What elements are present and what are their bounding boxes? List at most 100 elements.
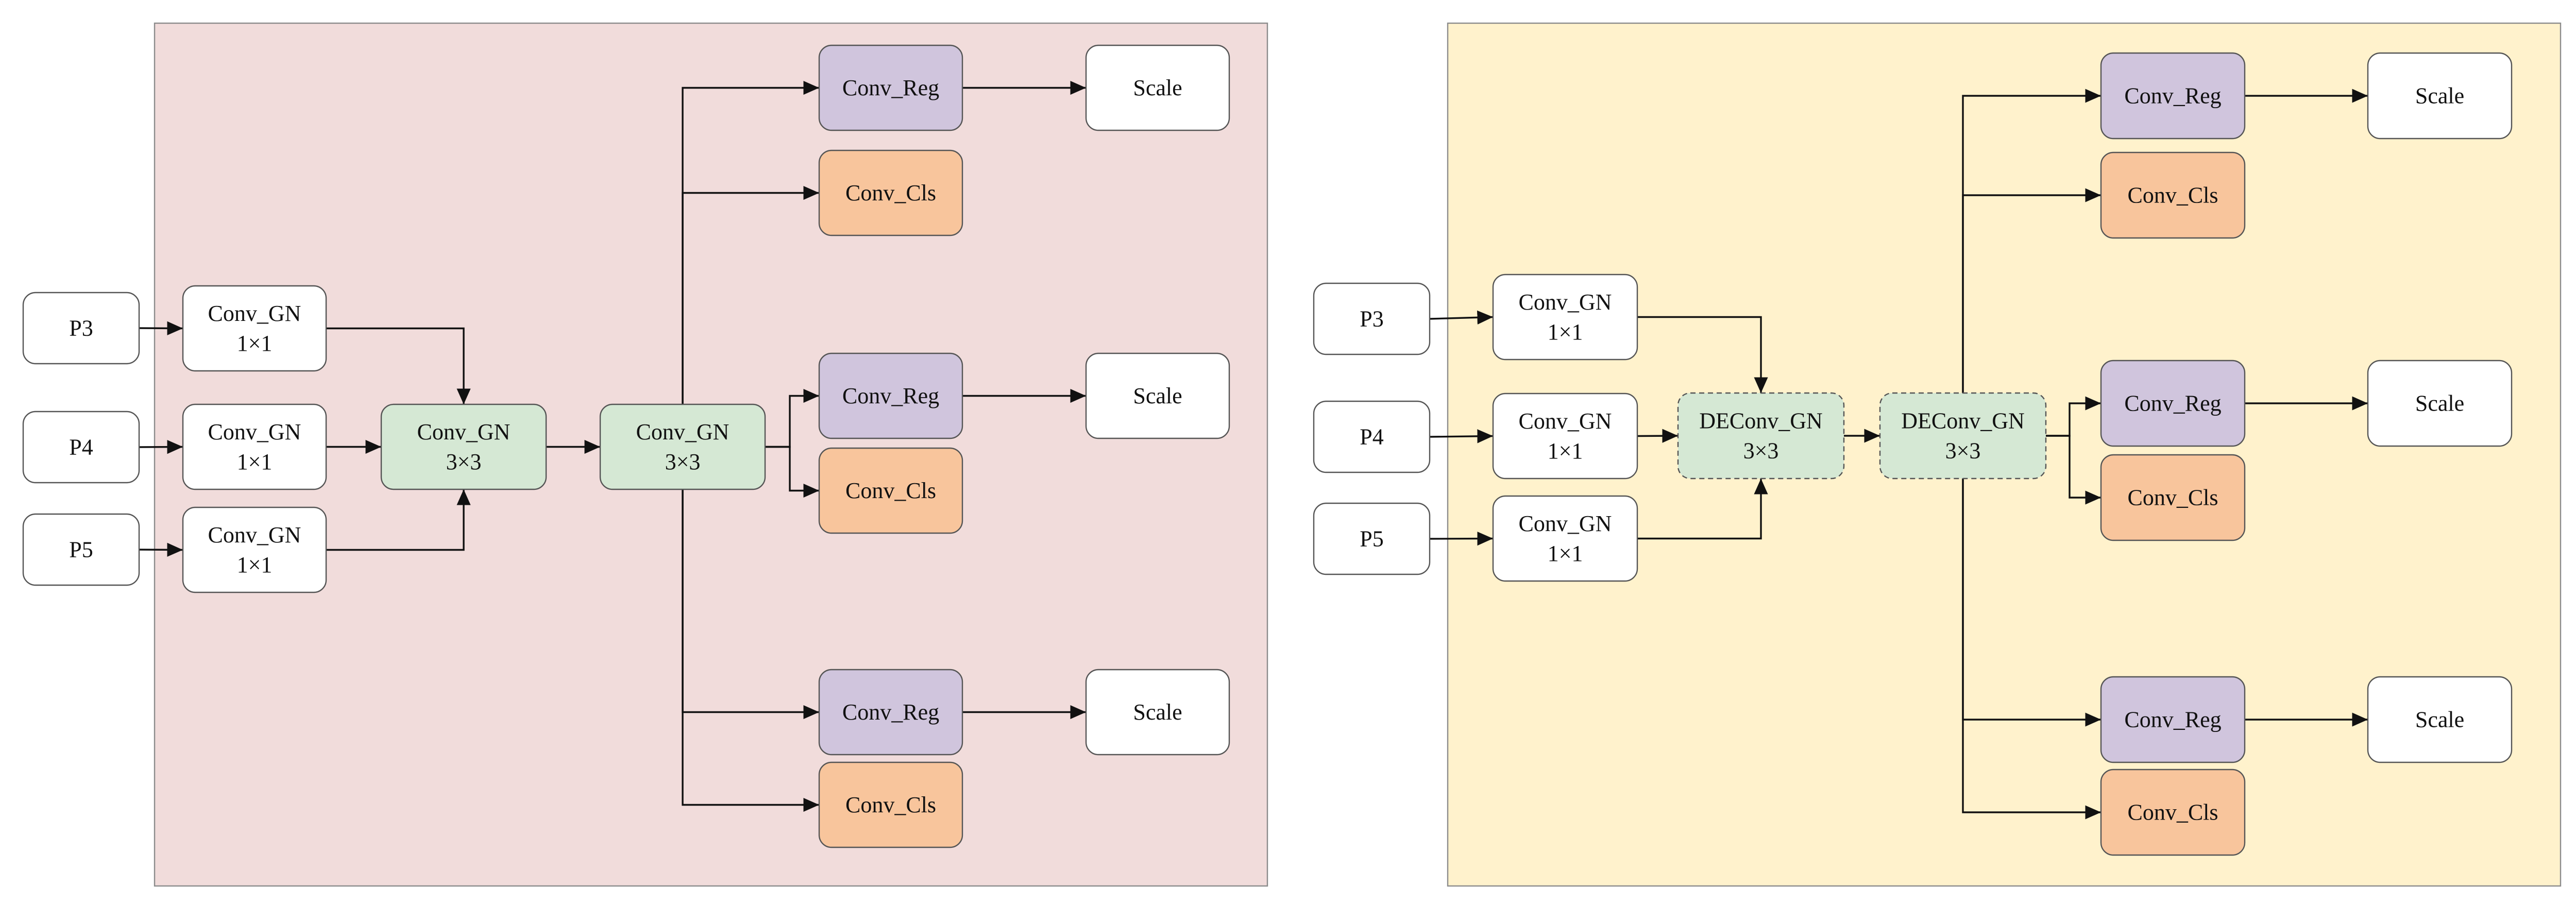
node-deconv-gn-3x3-second-label-1: DEConv_GN xyxy=(1901,408,2025,434)
node-conv-cls-top-label-1: Conv_Cls xyxy=(845,180,936,206)
edge-g2-to-k1 xyxy=(682,185,819,404)
node-conv-gn-1x1-p4: Conv_GN1×1 xyxy=(182,403,327,490)
node-conv-gn-1x1-p3-box xyxy=(182,285,327,372)
left-panel: P3P4P5Conv_GN1×1Conv_GN1×1Conv_GN1×1Conv… xyxy=(22,22,1268,887)
node-conv-cls-bottom-label-1: Conv_Cls xyxy=(845,792,936,817)
edge-c5-to-d1 xyxy=(1637,479,1768,540)
node-scale-top: Scale xyxy=(1085,44,1230,131)
right-panel-nodes: P3P4P5Conv_GN1×1Conv_GN1×1Conv_GN1×1DECo… xyxy=(1313,52,2513,856)
edge-d2-to-k2 xyxy=(2046,435,2101,505)
right-panel-edges xyxy=(1429,89,2368,820)
node-conv-reg-middle-box xyxy=(818,352,963,439)
node-p4-label-1: P4 xyxy=(1360,424,1383,450)
node-p4: P4 xyxy=(22,411,140,484)
node-conv-gn-1x1-p4-label-2: 1×1 xyxy=(237,449,273,474)
node-scale-top: Scale xyxy=(2367,52,2513,140)
node-p3: P3 xyxy=(1313,282,1431,355)
node-conv-cls-bottom-box xyxy=(818,761,963,848)
left-panel-nodes: P3P4P5Conv_GN1×1Conv_GN1×1Conv_GN1×1Conv… xyxy=(22,44,1230,848)
node-conv-cls-bottom-box xyxy=(2100,769,2246,856)
node-scale-bottom-label-1: Scale xyxy=(2415,707,2464,732)
node-scale-middle-label-1: Scale xyxy=(1133,383,1182,408)
node-scale-top-box xyxy=(1085,44,1230,131)
edge-p4-to-c4 xyxy=(1429,429,1494,444)
node-conv-cls-top: Conv_Cls xyxy=(2100,151,2246,239)
edge-g2-to-k2 xyxy=(765,446,819,498)
edge-g2-to-k3 xyxy=(682,489,819,812)
node-scale-middle-box xyxy=(2367,360,2513,447)
node-conv-gn-1x1-p3: Conv_GN1×1 xyxy=(1492,274,1638,361)
node-conv-cls-bottom: Conv_Cls xyxy=(2100,769,2246,856)
node-conv-gn-1x1-p5-label-2: 1×1 xyxy=(1548,541,1583,566)
node-conv-gn-1x1-p4: Conv_GN1×1 xyxy=(1492,393,1638,480)
node-scale-middle-label-1: Scale xyxy=(2415,391,2464,416)
edge-c3-to-g1 xyxy=(326,327,471,404)
node-conv-cls-middle: Conv_Cls xyxy=(818,447,963,534)
node-conv-gn-1x1-p5-label-1: Conv_GN xyxy=(208,522,301,548)
node-p3-box xyxy=(1313,282,1431,355)
node-scale-middle-box xyxy=(1085,352,1230,439)
node-scale-bottom-label-1: Scale xyxy=(1133,700,1182,725)
node-deconv-gn-3x3-first-box xyxy=(1677,392,1845,480)
node-conv-gn-1x1-p3-label-1: Conv_GN xyxy=(208,301,301,326)
node-deconv-gn-3x3-second-box xyxy=(1879,392,2047,480)
node-conv-reg-top-label-1: Conv_Reg xyxy=(842,75,939,100)
node-conv-cls-top-box xyxy=(818,149,963,236)
node-conv-reg-bottom: Conv_Reg xyxy=(2100,676,2246,763)
node-conv-gn-1x1-p4-label-1: Conv_GN xyxy=(1519,408,1612,434)
node-conv-reg-middle: Conv_Reg xyxy=(2100,360,2246,447)
node-conv-gn-3x3-first: Conv_GN3×3 xyxy=(380,403,547,490)
node-p3-box xyxy=(22,292,140,365)
node-conv-gn-1x1-p5: Conv_GN 1×1 xyxy=(182,506,327,593)
edge-p4-to-c4 xyxy=(139,440,183,454)
node-conv-cls-bottom-label-1: Conv_Cls xyxy=(2127,800,2218,825)
node-conv-gn-1x1-p5-label-2: 1×1 xyxy=(237,552,273,577)
node-conv-cls-middle-label-1: Conv_Cls xyxy=(2127,485,2218,510)
node-scale-bottom: Scale xyxy=(1085,669,1230,756)
node-scale-top-label-1: Scale xyxy=(1133,75,1182,100)
node-p4-label-1: P4 xyxy=(69,435,93,460)
edge-c5-to-g1 xyxy=(326,489,471,551)
node-deconv-gn-3x3-first-label-1: DEConv_GN xyxy=(1699,408,1823,434)
node-conv-gn-1x1-p4-box xyxy=(182,403,327,490)
node-scale-middle: Scale xyxy=(1085,352,1230,439)
node-conv-gn-1x1-p5-box xyxy=(182,506,327,593)
node-conv-cls-middle-label-1: Conv_Cls xyxy=(845,478,936,503)
node-conv-reg-middle-label-1: Conv_Reg xyxy=(842,383,939,408)
edge-p3-to-c3 xyxy=(139,321,183,335)
node-p4: P4 xyxy=(1313,400,1431,473)
node-conv-gn-1x1-p4-box xyxy=(1492,393,1638,480)
node-conv-cls-top-label-1: Conv_Cls xyxy=(2127,183,2218,208)
node-deconv-gn-3x3-first-label-2: 3×3 xyxy=(1743,438,1779,464)
node-scale-bottom: Scale xyxy=(2367,676,2513,763)
node-p5-label-1: P5 xyxy=(1360,526,1383,552)
node-deconv-gn-3x3-first: DEConv_GN 3×3 xyxy=(1677,392,1845,480)
edge-d2-to-k1 xyxy=(1962,188,2101,393)
node-conv-gn-1x1-p3-label-1: Conv_GN xyxy=(1519,289,1612,315)
node-p3-label-1: P3 xyxy=(1360,306,1383,332)
node-scale-bottom-box xyxy=(1085,669,1230,756)
node-conv-reg-top-label-1: Conv_Reg xyxy=(2124,83,2221,109)
node-deconv-gn-3x3-second: DEConv_GN3×3 xyxy=(1879,392,2047,480)
node-p3-label-1: P3 xyxy=(69,316,93,341)
node-conv-reg-top: Conv_Reg xyxy=(2100,52,2246,140)
node-conv-cls-bottom: Conv_Cls xyxy=(818,761,963,848)
node-p5: P5 xyxy=(1313,502,1431,575)
node-conv-reg-top-box xyxy=(818,44,963,131)
node-p5: P5 xyxy=(22,513,140,586)
node-conv-reg-middle: Conv_Reg xyxy=(818,352,963,439)
node-conv-reg-top: Conv_Reg xyxy=(818,44,963,131)
node-scale-top-box xyxy=(2367,52,2513,140)
node-conv-cls-top: Conv_Cls xyxy=(818,149,963,236)
node-conv-gn-1x1-p3: Conv_GN 1×1 xyxy=(182,285,327,372)
node-conv-cls-middle-box xyxy=(818,447,963,534)
node-conv-reg-middle-label-1: Conv_Reg xyxy=(2124,391,2221,416)
node-conv-gn-1x1-p3-label-2: 1×1 xyxy=(237,331,273,356)
node-scale-middle: Scale xyxy=(2367,360,2513,447)
node-conv-gn-3x3-second-box xyxy=(599,403,766,490)
node-conv-gn-3x3-second-label-1: Conv_GN xyxy=(636,419,730,445)
node-conv-cls-middle: Conv_Cls xyxy=(2100,454,2246,541)
node-conv-gn-3x3-first-label-1: Conv_GN xyxy=(417,419,511,445)
node-conv-reg-bottom-box xyxy=(2100,676,2246,763)
